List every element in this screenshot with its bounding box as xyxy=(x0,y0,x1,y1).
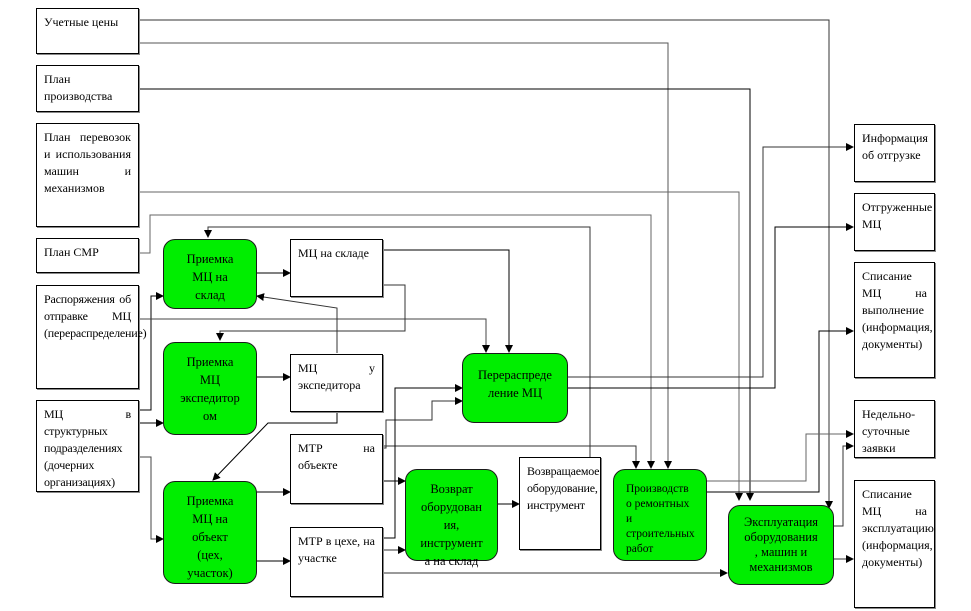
input-production-plan-label: План производства xyxy=(44,72,113,103)
input-mc-divisions-label: МЦ в структурных подразделениях (дочерни… xyxy=(44,407,131,489)
process-line: и xyxy=(626,513,633,525)
process-line: а на склад xyxy=(424,554,479,568)
state-mtr-site-label: МТР на объекте xyxy=(298,441,375,472)
connector-redistribution-to-shipment-info xyxy=(567,143,854,378)
connector-forwarder-to-accept-warehouse xyxy=(256,293,338,353)
state-mc-forwarder: МЦ у экспедитора xyxy=(290,354,383,412)
process-accept-forwarder: Приемка МЦ экспедитор ом xyxy=(163,342,257,435)
connector-production-to-writeoff-exec xyxy=(706,327,854,493)
connector-mtr-site-to-production xyxy=(382,445,640,469)
input-prices-label: Учетные цены xyxy=(44,15,119,29)
state-mc-warehouse-label: МЦ на складе xyxy=(298,246,369,260)
connector-production-to-weekly xyxy=(706,430,854,482)
process-line: о ремонтных xyxy=(626,498,690,510)
state-returned-equipment-label: Возвращаемое оборудование, инструмент xyxy=(527,464,600,512)
output-writeoff-execution-label: Списание МЦ на выполнение (информация, д… xyxy=(862,269,933,351)
output-writeoff-execution: Списание МЦ на выполнение (информация, д… xyxy=(854,262,935,378)
process-line: работ xyxy=(626,543,654,555)
connector-orders-to-redistribution xyxy=(138,318,490,353)
input-production-plan: План производства xyxy=(36,65,139,112)
process-line: МЦ на xyxy=(192,270,228,284)
process-line: Возврат xyxy=(430,482,473,496)
state-mtr-shop-label: МТР в цехе, на участке xyxy=(298,534,375,565)
connector-prodplan-to-operation xyxy=(138,88,754,501)
process-production-works: Производств о ремонтных и строительных р… xyxy=(613,469,707,561)
process-line: объект xyxy=(192,530,228,544)
process-line: Приемка xyxy=(186,494,234,508)
connector-transport-to-operation xyxy=(138,191,743,501)
process-line: (цех, xyxy=(197,548,223,562)
process-line: МЦ на xyxy=(192,512,228,526)
process-line: экспедитор xyxy=(180,391,240,405)
process-line: Производств xyxy=(626,483,689,495)
input-mc-divisions: МЦ в структурных подразделениях (дочерни… xyxy=(36,400,139,492)
state-mc-warehouse: МЦ на складе xyxy=(290,239,383,297)
connector-forwarder-to-accept-site xyxy=(212,411,338,481)
connector-returned-to-warehouse xyxy=(204,226,591,460)
output-weekly-requests-label: Недельно-суточные заявки xyxy=(862,407,916,455)
state-mc-forwarder-label: МЦ у экспедитора xyxy=(298,361,375,392)
state-mtr-shop: МТР в цехе, на участке xyxy=(290,527,383,597)
input-smr-plan: План СМР xyxy=(36,238,139,273)
output-writeoff-operation-label: Списание МЦ на эксплуатацию (информация,… xyxy=(862,487,934,569)
process-line: , машин и xyxy=(754,545,808,559)
output-shipped-mc: Отгруженные МЦ xyxy=(854,193,935,251)
process-line: ление МЦ xyxy=(488,386,542,400)
process-line: Перераспреде xyxy=(478,368,552,382)
output-shipped-mc-label: Отгруженные МЦ xyxy=(862,200,933,231)
process-line: оборудования xyxy=(744,530,818,544)
connector-orders-to-accept-warehouse xyxy=(138,292,164,411)
output-weekly-requests: Недельно-суточные заявки xyxy=(854,400,935,458)
output-writeoff-operation: Списание МЦ на эксплуатацию (информация,… xyxy=(854,480,935,608)
process-accept-site: Приемка МЦ на объект (цех, участок) xyxy=(163,481,257,584)
input-transport-plan-label: План перевозок и использования машин и м… xyxy=(44,130,131,195)
state-mtr-site: МТР на объекте xyxy=(290,434,383,504)
connector-prices-to-operation xyxy=(138,19,833,509)
input-prices: Учетные цены xyxy=(36,8,139,54)
process-line: Эксплуатация xyxy=(743,515,819,529)
process-line: инструмент xyxy=(420,536,483,550)
process-operation: Эксплуатация оборудования , машин и меха… xyxy=(728,505,834,585)
connector-prices-to-production xyxy=(138,42,672,469)
process-line: ом xyxy=(203,409,217,423)
process-line: строительных xyxy=(626,528,695,540)
process-line: Приемка xyxy=(186,355,234,369)
output-shipment-info-label: Информация об отгрузке xyxy=(862,131,928,162)
connector-operation-to-weekly xyxy=(833,442,854,527)
connector-mtr-shop-to-redistribution xyxy=(382,384,463,539)
connector-divisions-to-accept-site xyxy=(138,456,164,543)
process-line: участок) xyxy=(187,566,233,580)
input-transport-plan: План перевозок и использования машин и м… xyxy=(36,123,139,227)
process-accept-warehouse: Приемка МЦ на склад xyxy=(163,239,257,309)
connector-warehouse-to-redistribution xyxy=(382,249,513,353)
connector-warehouse-to-accept-forwarder xyxy=(216,284,406,341)
process-line: оборудован xyxy=(421,500,482,514)
output-shipment-info: Информация об отгрузке xyxy=(854,124,935,182)
input-dispatch-orders-label: Распоряжения об отправке МЦ (перераспред… xyxy=(44,292,147,340)
process-return-equipment: Возврат оборудован ия, инструмент а на с… xyxy=(405,469,498,568)
state-returned-equipment: Возвращаемое оборудование, инструмент xyxy=(519,457,601,550)
process-line: ия, xyxy=(443,518,460,532)
connector-mtr-site-to-redistribution xyxy=(382,397,463,449)
input-dispatch-orders: Распоряжения об отправке МЦ (перераспред… xyxy=(36,285,147,389)
connector-redistribution-to-shipped xyxy=(567,223,854,389)
process-line: Приемка xyxy=(186,252,234,266)
connector-smr-to-production xyxy=(138,214,655,469)
input-smr-plan-label: План СМР xyxy=(44,245,99,259)
process-redistribution: Перераспреде ление МЦ xyxy=(462,353,568,423)
process-line: механизмов xyxy=(749,560,813,574)
process-line: склад xyxy=(195,288,225,302)
process-line: МЦ xyxy=(199,373,221,387)
